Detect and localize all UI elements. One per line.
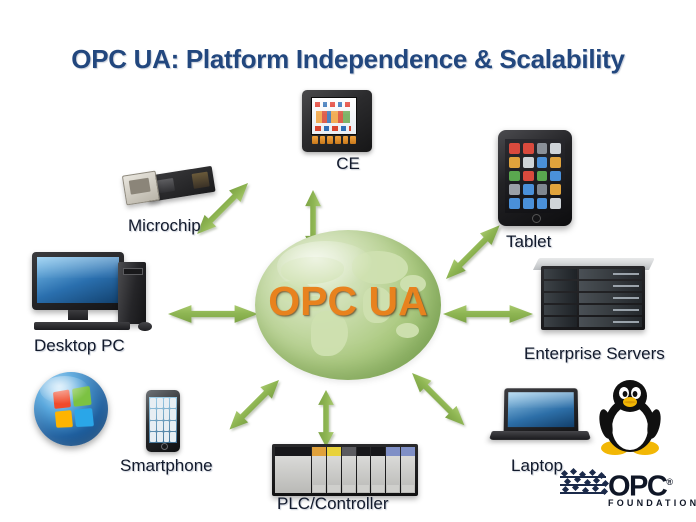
desktop-computer-icon bbox=[32, 252, 162, 334]
label-plc: PLC/Controller bbox=[277, 494, 389, 513]
microchip-board-icon bbox=[121, 165, 216, 209]
page-title: OPC UA: Platform Independence & Scalabil… bbox=[71, 44, 625, 74]
server-rack-icon bbox=[533, 258, 655, 332]
logo-word-text: OPC bbox=[608, 470, 668, 503]
windows-logo-icon bbox=[34, 372, 108, 446]
opc-dot-matrix-icon bbox=[560, 467, 612, 498]
globe-sphere bbox=[255, 230, 441, 380]
linux-penguin-icon bbox=[598, 378, 662, 458]
smartphone-icon bbox=[146, 390, 180, 452]
logo-wordmark: OPC® bbox=[608, 466, 673, 503]
center-label: OPC UA bbox=[268, 278, 428, 324]
hmi-panel-icon bbox=[302, 90, 372, 152]
plc-rack-icon bbox=[272, 444, 418, 496]
central-globe: OPC UA bbox=[255, 230, 441, 380]
arrow-enterprise-servers bbox=[443, 305, 533, 323]
logo-subtitle: FOUNDATION bbox=[608, 498, 696, 508]
opc-foundation-logo: OPC® FOUNDATION bbox=[560, 466, 696, 512]
registered-mark: ® bbox=[666, 477, 673, 487]
arrow-desktop-pc bbox=[168, 305, 258, 323]
label-enterprise-servers: Enterprise Servers bbox=[524, 344, 665, 363]
arrow-plc bbox=[318, 390, 334, 447]
arrow-smartphone bbox=[223, 374, 285, 436]
laptop-icon bbox=[488, 388, 592, 450]
label-desktop-pc: Desktop PC bbox=[34, 336, 125, 355]
label-laptop: Laptop bbox=[511, 456, 563, 475]
arrow-tablet bbox=[440, 219, 506, 285]
label-tablet: Tablet bbox=[506, 232, 552, 251]
globe-highlight bbox=[277, 240, 375, 292]
label-ce: CE bbox=[336, 154, 360, 173]
tablet-icon bbox=[498, 130, 572, 226]
label-microchip: Microchip bbox=[128, 216, 201, 235]
label-smartphone: Smartphone bbox=[120, 456, 213, 475]
